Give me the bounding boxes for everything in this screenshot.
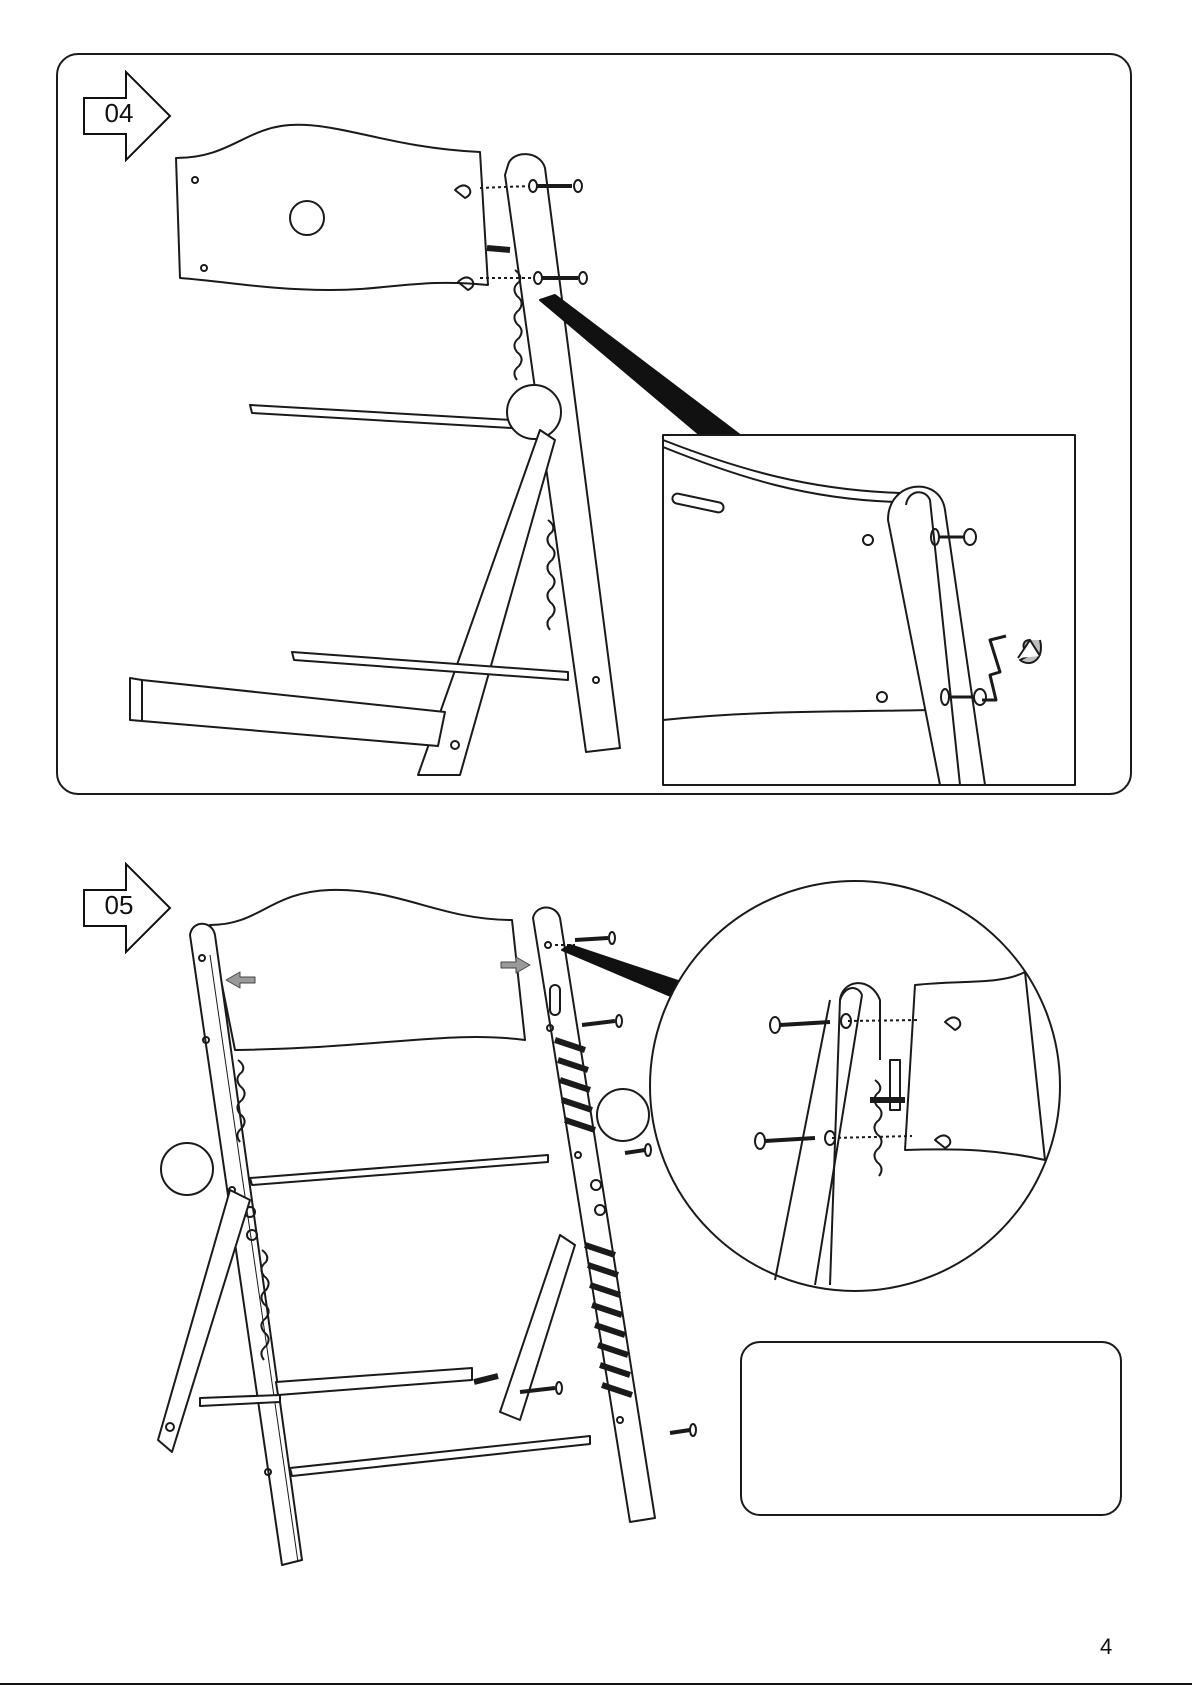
bolt-icon [575, 932, 615, 944]
bolt-icon [625, 1144, 651, 1156]
page-number: 4 [1100, 1634, 1112, 1660]
callout-circle-left [161, 1143, 213, 1195]
chair-upright-right [533, 908, 655, 1523]
bolt-icon [670, 1424, 696, 1436]
chair-rear-leg-right [500, 1235, 575, 1420]
backrest-panel [210, 890, 525, 1050]
rod-upper [250, 1155, 548, 1185]
footrest-board [276, 1368, 472, 1395]
chair-rear-leg-left [158, 1190, 250, 1452]
bolt-icon [582, 1015, 622, 1027]
callout-circle-right [597, 1089, 649, 1141]
rod-lower [290, 1436, 590, 1476]
note-box [740, 1341, 1122, 1516]
